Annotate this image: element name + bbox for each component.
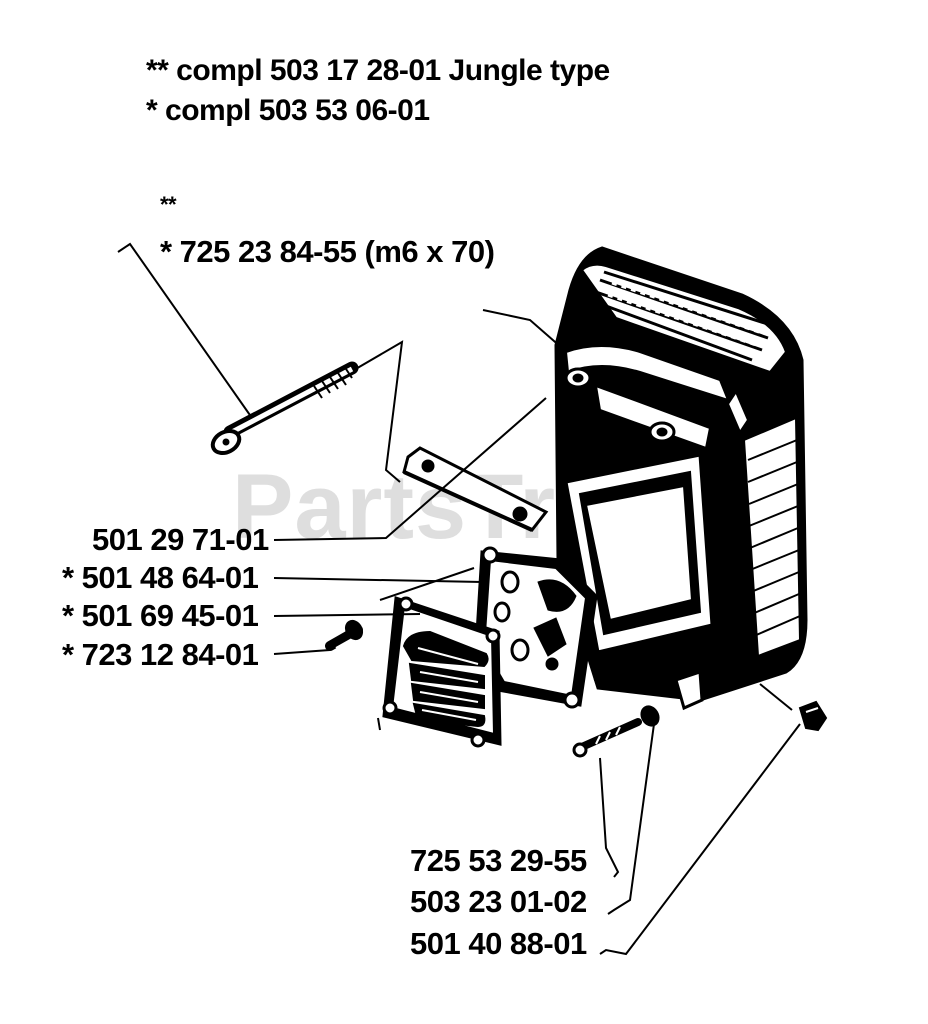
leader-lines — [117, 242, 801, 956]
gasket-part-number: * 501 48 64-01 — [62, 560, 259, 595]
bottom-screw-part-number: 725 53 29-55 — [410, 843, 587, 878]
strap-part-number: 501 29 71-01 — [92, 522, 269, 557]
header-line-1: ** compl 503 17 28-01 Jungle type — [146, 54, 610, 87]
small-screw — [325, 619, 364, 651]
cover-plate — [382, 595, 502, 748]
washer-part-number: 503 23 01-02 — [410, 884, 587, 919]
header-line-2: * compl 503 53 06-01 — [146, 94, 430, 127]
plate-part-number: * 501 69 45-01 — [62, 598, 259, 633]
strap — [402, 446, 549, 532]
bottom-hardware — [572, 700, 828, 758]
bolt-marks-label: ** — [160, 192, 177, 217]
screw-part-number: * 723 12 84-01 — [62, 637, 259, 672]
muffler-body — [554, 246, 808, 711]
nut-part-number: 501 40 88-01 — [410, 926, 587, 961]
bolt-part-number: * 725 23 84-55 (m6 x 70) — [160, 234, 495, 269]
long-bolt — [210, 361, 359, 456]
gasket — [474, 546, 598, 709]
